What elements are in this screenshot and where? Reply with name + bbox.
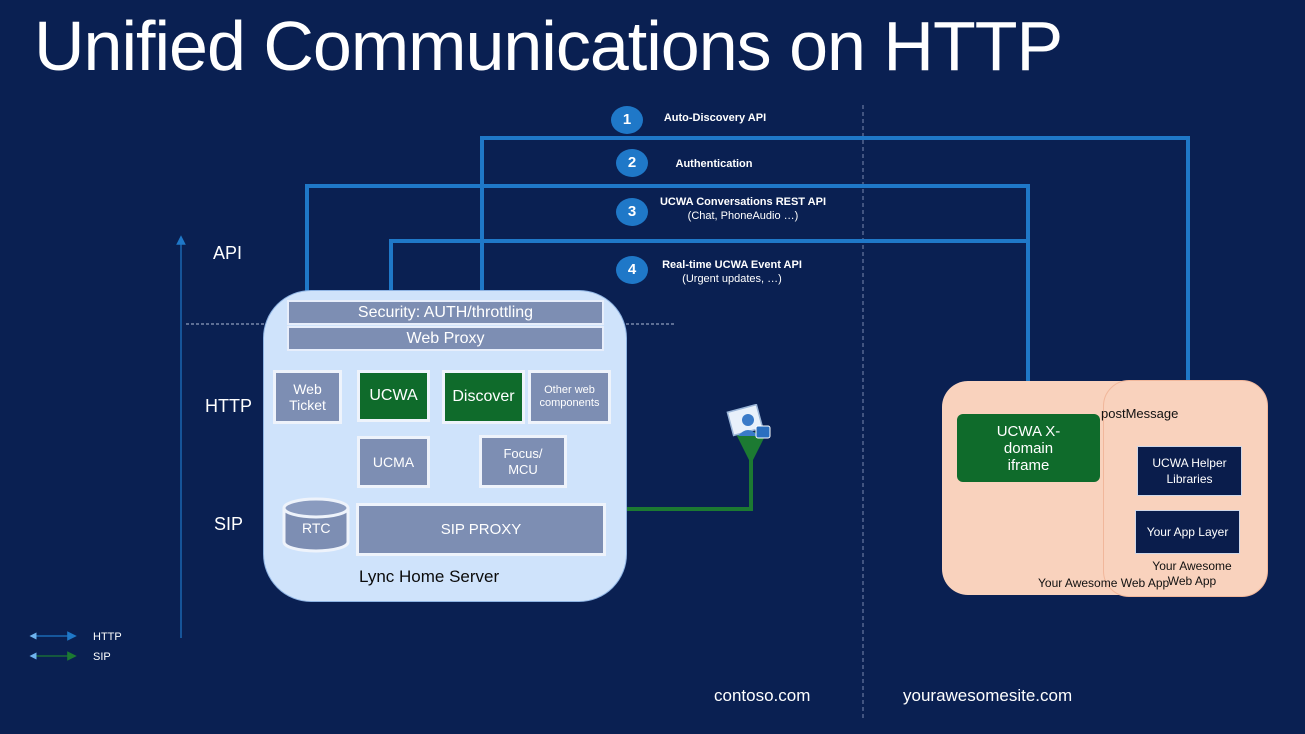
- layer-label-http: HTTP: [205, 396, 252, 416]
- domain-yourawesomesite: yourawesomesite.com: [903, 686, 1073, 705]
- legend-sip-label: SIP: [93, 651, 111, 663]
- discover-box: Discover: [442, 370, 525, 424]
- ucma-box: UCMA: [357, 436, 430, 488]
- focus-mcu-label: Focus/ MCU: [503, 445, 543, 477]
- app-layer-label: Your App Layer: [1146, 525, 1229, 539]
- ucwa-iframe-box: UCWA X-domain iframe: [957, 414, 1100, 482]
- layer-label-api: API: [213, 243, 243, 263]
- rtc-label: RTC: [302, 520, 331, 536]
- focus-mcu-box: Focus/ MCU: [479, 435, 567, 488]
- step-3-label: UCWA Conversations REST API (Chat, PhoneA…: [650, 195, 836, 223]
- lync-client-icon: [726, 404, 771, 439]
- layer-label-sip: SIP: [214, 514, 244, 534]
- http-path-discover: [466, 136, 1190, 444]
- web-proxy-layer: Web Proxy: [287, 326, 604, 351]
- step-4-label: Real-time UCWA Event API (Urgent updates,…: [652, 258, 812, 286]
- ucwa-helper-libraries-label: UCWA Helper Libraries: [1152, 456, 1227, 486]
- step-2-badge: 2: [616, 149, 648, 177]
- step-2-label: Authentication: [654, 157, 774, 171]
- web-ticket-label: Web Ticket: [289, 381, 326, 413]
- sip-proxy-box: SIP PROXY: [356, 503, 606, 556]
- step-4-title: Real-time UCWA Event API: [662, 259, 802, 271]
- sip-proxy-label: SIP PROXY: [440, 520, 522, 538]
- discover-label: Discover: [452, 388, 515, 405]
- ucwa-iframe-label: UCWA X-domain iframe: [996, 422, 1061, 474]
- ucwa-label: UCWA: [369, 387, 418, 404]
- ucma-label: UCMA: [372, 454, 415, 470]
- http-path-webticket: [291, 184, 1030, 412]
- step-3-badge: 3: [616, 198, 648, 226]
- app-layer-box: Your App Layer: [1135, 510, 1240, 554]
- domain-contoso: contoso.com: [714, 686, 811, 705]
- other-web-components-box: Other web components: [528, 370, 611, 424]
- other-web-components-label: Other web components: [539, 384, 600, 409]
- step-1-badge: 1: [611, 106, 643, 134]
- post-message-label: postMessage: [1101, 406, 1179, 421]
- web-ticket-box: Web Ticket: [273, 370, 342, 424]
- slide-title: Unified Communications on HTTP: [34, 7, 1063, 85]
- step-4-subtitle: (Urgent updates, …): [682, 273, 782, 285]
- step-3-title: UCWA Conversations REST API: [659, 196, 827, 208]
- ucwa-box: UCWA: [357, 370, 430, 422]
- ucwa-helper-libraries-box: UCWA Helper Libraries: [1137, 446, 1242, 496]
- lync-home-server-label: Lync Home Server: [359, 567, 500, 586]
- legend-http-label: HTTP: [93, 631, 122, 643]
- step-3-subtitle: (Chat, PhoneAudio …): [687, 210, 799, 222]
- security-layer: Security: AUTH/throttling: [287, 300, 604, 325]
- step-1-label: Auto-Discovery API: [645, 111, 785, 125]
- web-app-inner-label: Your Awesome Web App: [1152, 559, 1232, 588]
- web-app-outer-label: Your Awesome Web App: [1038, 576, 1170, 590]
- step-2-title: Authentication: [675, 158, 753, 170]
- rtc-database-icon: [282, 497, 350, 553]
- step-4-badge: 4: [616, 256, 648, 284]
- step-1-title: Auto-Discovery API: [663, 112, 767, 124]
